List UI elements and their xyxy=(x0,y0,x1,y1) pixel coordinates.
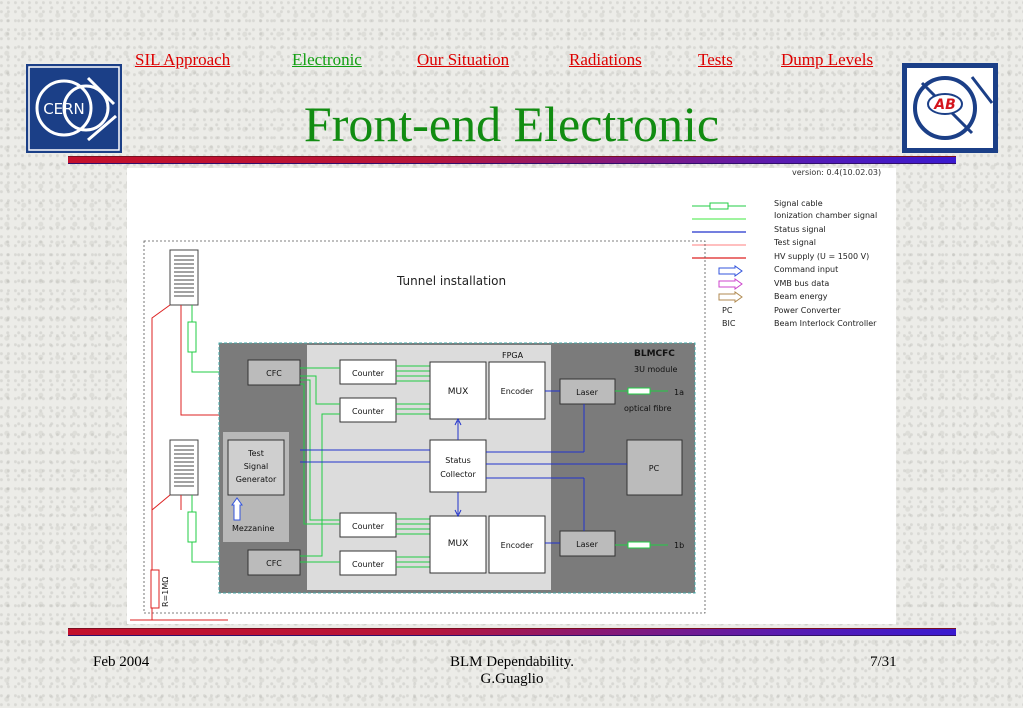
footer-title: BLM Dependability. xyxy=(449,654,574,670)
output-1a-label: 1a xyxy=(674,388,684,397)
legend: PC BIC Signal cable Ionization chamber s… xyxy=(692,199,877,328)
mux-bottom-label: MUX xyxy=(448,539,469,549)
encoder-bottom-label: Encoder xyxy=(501,541,534,550)
tunnel-installation-label: Tunnel installation xyxy=(396,274,506,288)
test-signal-generator xyxy=(227,439,285,496)
laser-bottom xyxy=(559,530,616,557)
ab-logo: AB xyxy=(902,63,998,153)
cern-logo: CERN xyxy=(26,64,122,153)
top-divider xyxy=(68,156,956,164)
nav-link-radiations[interactable]: Radiations xyxy=(569,50,642,69)
counter-2-label: Counter xyxy=(352,407,385,416)
nav-link-our-situation[interactable]: Our Situation xyxy=(417,50,510,69)
counter-3-label: Counter xyxy=(352,522,385,531)
ionization-chamber-top xyxy=(169,249,199,306)
resistor xyxy=(150,569,160,609)
status-signal-lines xyxy=(300,390,627,544)
legend-ionization-chamber-signal: Ionization chamber signal xyxy=(774,211,877,220)
counter-3 xyxy=(339,512,397,538)
nav-link-dump-levels[interactable]: Dump Levels xyxy=(781,50,874,69)
command-input-arrow xyxy=(231,497,243,521)
legend-beam-interlock-controller: Beam Interlock Controller xyxy=(774,319,877,328)
counter-1 xyxy=(339,359,397,385)
mux-top-label: MUX xyxy=(448,387,469,397)
tsg-line-1: Test xyxy=(247,449,264,458)
laser-top-label: Laser xyxy=(576,388,598,397)
encoder-bottom xyxy=(488,515,546,574)
legend-hv-supply: HV supply (U = 1500 V) xyxy=(774,252,869,261)
status-collector-line-1: Status xyxy=(445,456,471,465)
legend-power-converter: Power Converter xyxy=(774,306,841,315)
legend-command-input: Command input xyxy=(774,265,838,274)
footer-center: BLM Dependability. G.Guaglio xyxy=(420,654,604,688)
nav-link-tests[interactable]: Tests xyxy=(698,50,733,69)
counter-2 xyxy=(339,397,397,423)
footer-author: G.Guaglio xyxy=(480,671,544,687)
legend-test-signal: Test signal xyxy=(773,238,816,247)
mux-top xyxy=(429,361,487,420)
cfc-bottom xyxy=(247,549,301,576)
legend-vmb-bus-data: VMB bus data xyxy=(774,279,829,288)
cern-logo-text: CERN xyxy=(43,100,85,118)
top-navigation: SIL Approach Electronic Our Situation Ra… xyxy=(0,50,1023,72)
legend-abbrev-bic: BIC xyxy=(722,319,736,328)
status-collector xyxy=(429,439,487,493)
optical-fibre-label: optical fibre xyxy=(624,404,672,413)
page-title: Front-end Electronic xyxy=(303,96,720,152)
cfc-top-label: CFC xyxy=(266,369,282,378)
encoder-top-label: Encoder xyxy=(501,387,534,396)
counter-4 xyxy=(339,550,397,576)
cfc-top xyxy=(247,359,301,386)
legend-beam-energy: Beam energy xyxy=(774,292,828,301)
blmcfc-sublabel: 3U module xyxy=(634,365,678,374)
tsg-line-3: Generator xyxy=(236,475,277,484)
mezzanine-label: Mezzanine xyxy=(232,524,274,533)
bottom-divider xyxy=(68,628,956,636)
cfc-bottom-label: CFC xyxy=(266,559,282,568)
diagram-version: version: 0.4(10.02.03) xyxy=(792,168,881,177)
legend-status-signal: Status signal xyxy=(774,225,826,234)
tunnel-installation-boundary xyxy=(143,240,706,614)
optical-fibre-lines xyxy=(615,387,668,549)
footer-page-number: 7/31 xyxy=(870,654,897,670)
status-collector-line-2: Collector xyxy=(440,470,476,479)
laser-bottom-label: Laser xyxy=(576,540,598,549)
footer-date: Feb 2004 xyxy=(93,654,150,670)
tsg-line-2: Signal xyxy=(244,462,269,471)
nav-link-sil-approach[interactable]: SIL Approach xyxy=(135,50,231,69)
output-1b-label: 1b xyxy=(674,541,684,550)
front-end-electronic-diagram: version: 0.4(10.02.03) PC BIC Signal cab… xyxy=(127,168,896,624)
counter-1-label: Counter xyxy=(352,369,385,378)
ab-logo-text: AB xyxy=(933,97,956,113)
resistor-label: R=1MΩ xyxy=(161,577,170,607)
ionization-chamber-bottom xyxy=(169,439,199,496)
power-converter-box xyxy=(626,439,683,496)
nav-link-electronic[interactable]: Electronic xyxy=(292,50,362,69)
legend-abbrev-pc: PC xyxy=(722,306,733,315)
fpga-label: FPGA xyxy=(502,351,524,360)
legend-signal-cable: Signal cable xyxy=(774,199,823,208)
power-converter-label: PC xyxy=(649,464,660,473)
counter-4-label: Counter xyxy=(352,560,385,569)
blmcfc-label: BLMCFC xyxy=(634,349,675,359)
laser-top xyxy=(559,378,616,405)
